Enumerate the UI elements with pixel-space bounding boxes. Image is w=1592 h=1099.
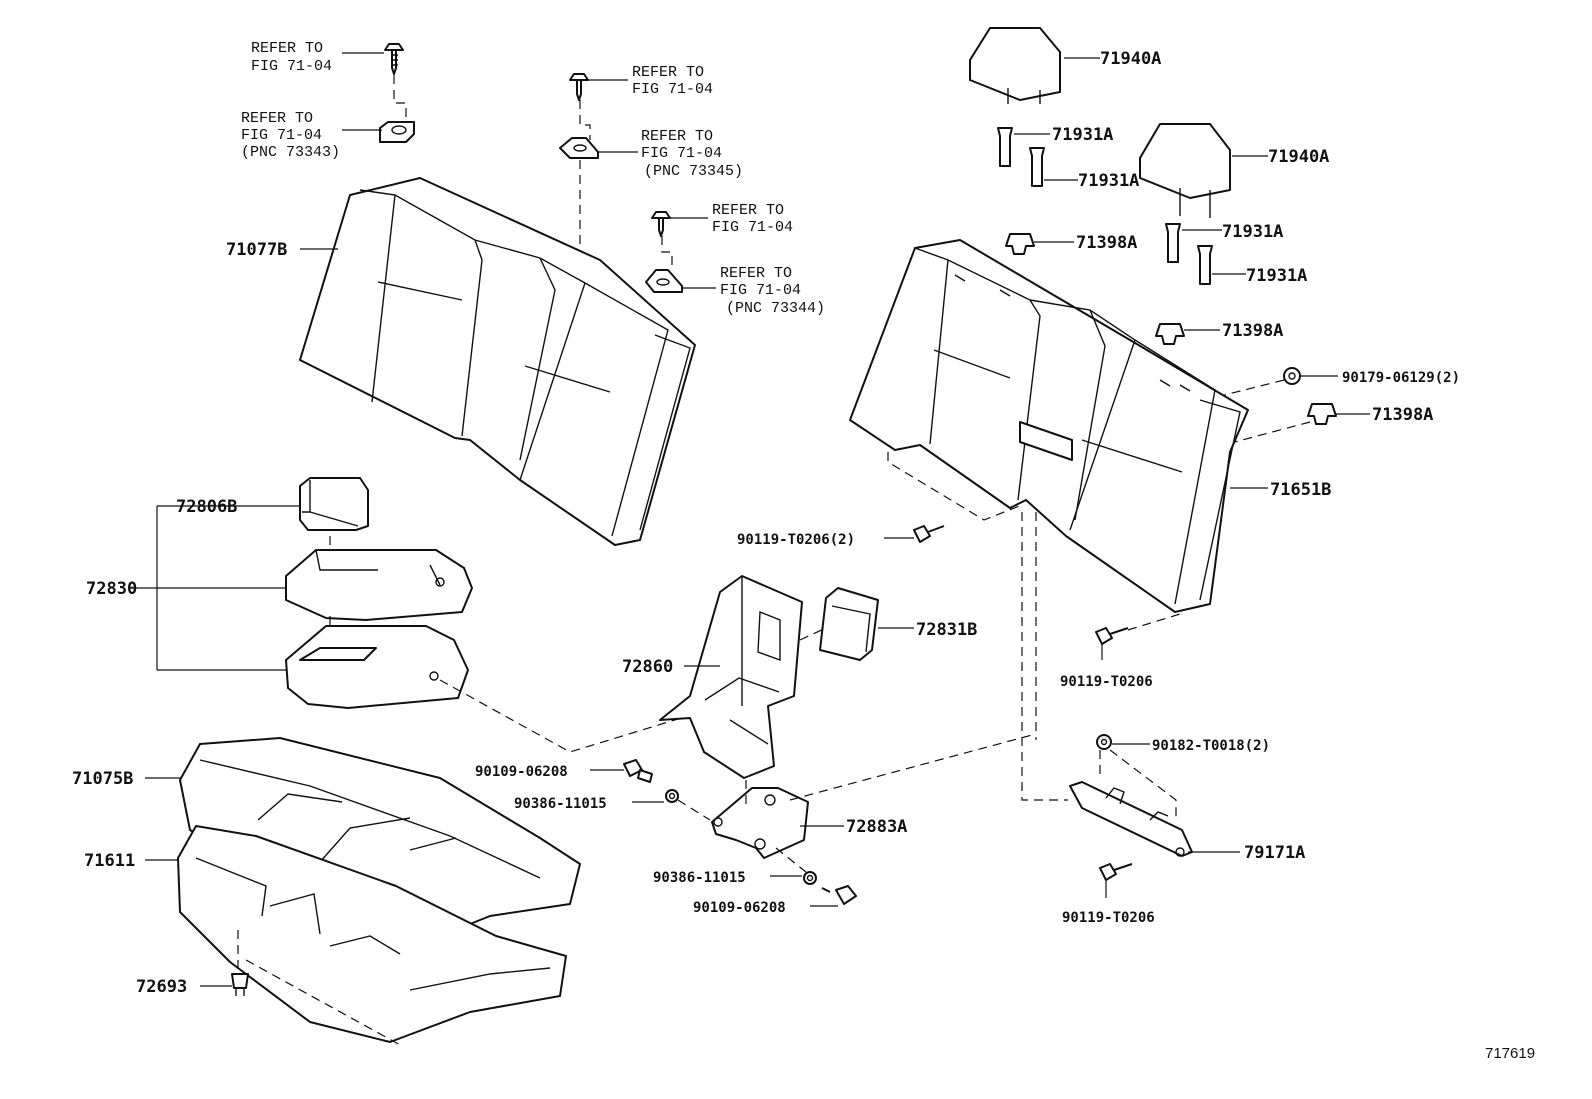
label-72883A: 72883A <box>846 817 907 837</box>
refer-4-line3: (PNC 73345) <box>644 163 743 180</box>
refer-2-line2: FIG 71-04 <box>241 127 322 144</box>
seat-back-cover <box>299 177 696 546</box>
bolt-90119-right-lower <box>1099 863 1133 881</box>
nut-90182 <box>1096 734 1112 750</box>
bracket-plate-mid-2 <box>645 269 683 293</box>
bolt-90119-right-upper <box>1095 627 1129 645</box>
clip-71398A-3 <box>1307 403 1337 425</box>
refer-6-line1: REFER TO <box>720 265 792 282</box>
label-71075B: 71075B <box>72 769 133 789</box>
armrest-lid <box>819 587 879 661</box>
refer-callout-3: REFER TO FIG 71-04 <box>632 64 713 98</box>
armrest-bracket <box>711 787 809 859</box>
label-71931A-4: 71931A <box>1246 266 1307 286</box>
washer-plate-left <box>379 121 415 143</box>
label-72831B: 72831B <box>916 620 977 640</box>
label-72806B: 72806B <box>176 497 237 517</box>
guide-2 <box>1029 147 1045 187</box>
guide-3 <box>1165 223 1181 263</box>
label-72830: 72830 <box>86 579 137 599</box>
label-71931A-2: 71931A <box>1078 171 1139 191</box>
bolt-90109-lower <box>821 885 857 905</box>
label-90119-T0206-lower: 90119-T0206 <box>1062 910 1155 926</box>
refer-callout-1: REFER TO FIG 71-04 <box>251 40 332 75</box>
headrest-lower <box>1139 123 1231 218</box>
label-71931A-1: 71931A <box>1052 125 1113 145</box>
label-79171A: 79171A <box>1244 843 1305 863</box>
armrest-upper <box>285 549 473 621</box>
refer-callout-5: REFER TO FIG 71-04 <box>712 202 793 236</box>
label-72860: 72860 <box>622 657 673 677</box>
label-90386-11015-upper: 90386-11015 <box>514 796 607 812</box>
seat-cushion-pad <box>177 825 567 1043</box>
refer-4-line1: REFER TO <box>641 128 713 145</box>
nut-90386-upper <box>665 789 679 803</box>
refer-3-line2: FIG 71-04 <box>632 81 713 98</box>
label-90119-T0206-upper: 90119-T0206 <box>1060 674 1153 690</box>
clip-71398A-2 <box>1155 323 1185 345</box>
figure-id: 717619 <box>1485 1045 1535 1062</box>
nut-90386-lower <box>803 871 817 885</box>
cup-holder-insert <box>299 477 369 531</box>
armrest-frame <box>659 575 803 779</box>
refer-3-line1: REFER TO <box>632 64 704 81</box>
label-90182-T0018: 90182-T0018(2) <box>1152 738 1270 754</box>
label-71651B: 71651B <box>1270 480 1331 500</box>
label-90179-06129: 90179-06129(2) <box>1342 370 1460 386</box>
screw-top-mid <box>569 73 589 101</box>
label-71940A-lower: 71940A <box>1268 147 1329 167</box>
bolt-90119-center <box>913 525 945 543</box>
refer-1-line1: REFER TO <box>251 40 323 57</box>
bracket-plate-mid <box>559 137 599 159</box>
label-71940A-upper: 71940A <box>1100 49 1161 69</box>
bolt-90109-upper <box>623 759 653 783</box>
refer-4-line2: FIG 71-04 <box>641 145 722 162</box>
refer-2-line1: REFER TO <box>241 110 313 127</box>
screw-top-left <box>384 43 404 75</box>
label-90109-06208-upper: 90109-06208 <box>475 764 568 780</box>
headrest-upper <box>969 27 1061 104</box>
clip-71398A-1 <box>1005 233 1035 255</box>
label-71398A-1: 71398A <box>1076 233 1137 253</box>
label-90119-T0206-2: 90119-T0206(2) <box>737 532 855 548</box>
label-72693: 72693 <box>136 977 187 997</box>
refer-6-line2: FIG 71-04 <box>720 282 801 299</box>
label-71611: 71611 <box>84 851 135 871</box>
refer-1-line2: FIG 71-04 <box>251 58 332 75</box>
refer-callout-6: REFER TO FIG 71-04 (PNC 73344) <box>720 265 825 317</box>
label-71398A-2: 71398A <box>1222 321 1283 341</box>
refer-6-line3: (PNC 73344) <box>726 300 825 317</box>
hinge-bracket <box>1069 781 1193 857</box>
refer-callout-2: REFER TO FIG 71-04 (PNC 73343) <box>241 110 340 161</box>
nut-90179 <box>1283 367 1301 385</box>
refer-5-line1: REFER TO <box>712 202 784 219</box>
armrest-lower <box>285 625 469 709</box>
refer-2-line3: (PNC 73343) <box>241 144 340 161</box>
screw-mid-2 <box>651 211 671 237</box>
seat-cushion-cover <box>179 737 581 941</box>
label-71931A-3: 71931A <box>1222 222 1283 242</box>
label-90386-11015-lower: 90386-11015 <box>653 870 746 886</box>
label-90109-06208-lower: 90109-06208 <box>693 900 786 916</box>
refer-5-line2: FIG 71-04 <box>712 219 793 236</box>
refer-callout-4: REFER TO FIG 71-04 (PNC 73345) <box>641 128 743 180</box>
guide-1 <box>997 127 1013 167</box>
label-71077B: 71077B <box>226 240 287 260</box>
clip-72693 <box>231 973 249 996</box>
label-71398A-3: 71398A <box>1372 405 1433 425</box>
seat-back-frame <box>849 239 1249 613</box>
guide-4 <box>1197 245 1213 285</box>
